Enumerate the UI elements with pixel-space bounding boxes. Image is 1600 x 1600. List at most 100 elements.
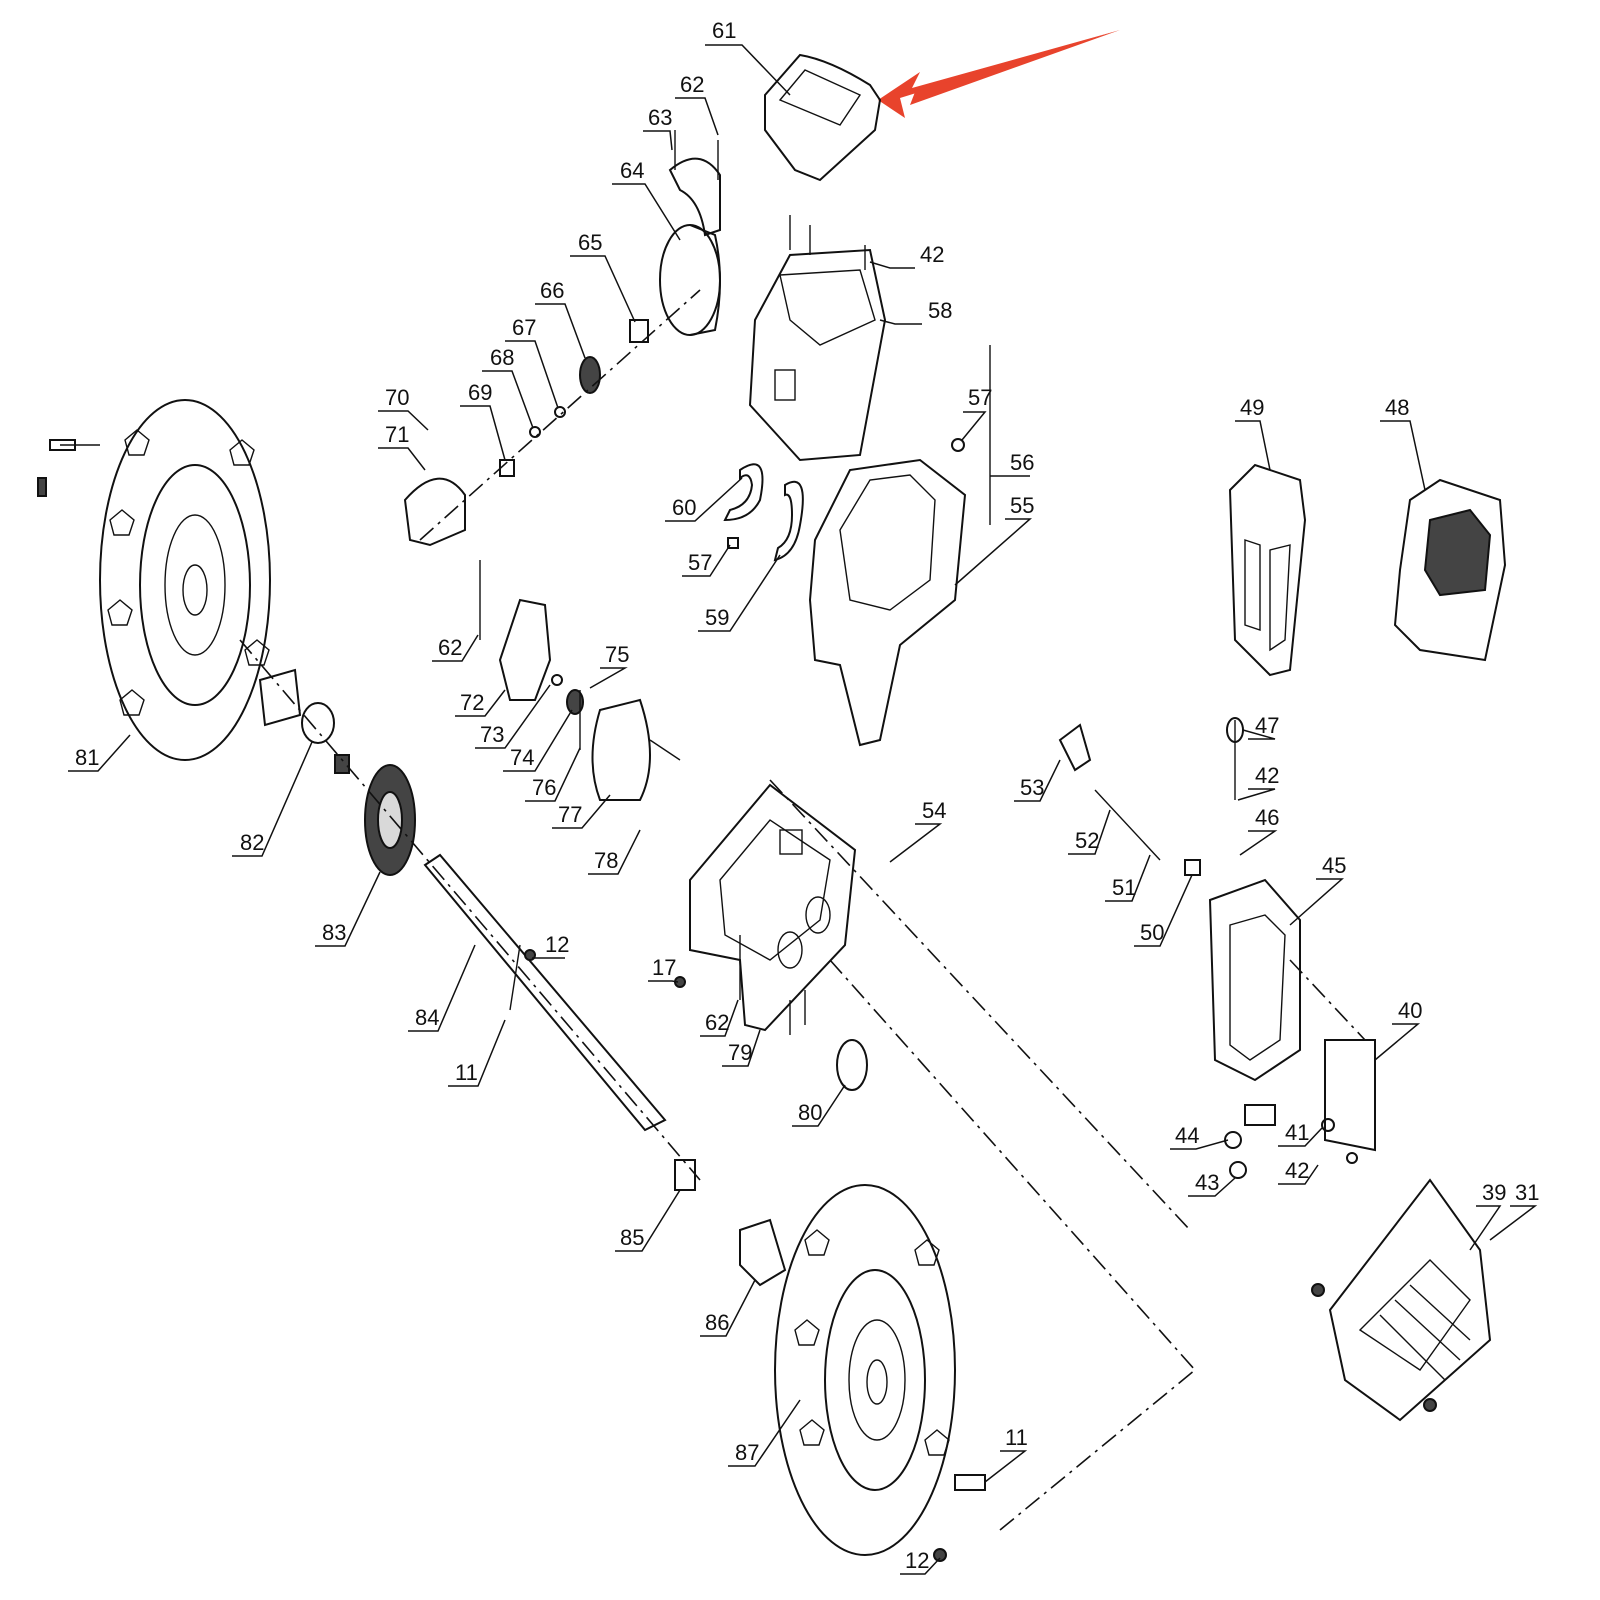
motor-assembly [403,130,721,547]
callout-63: 63 [643,105,673,151]
part-48-charger [1393,478,1507,662]
svg-text:57: 57 [688,550,712,575]
svg-text:86: 86 [705,1310,729,1335]
callout-82: 82 [232,741,313,857]
svg-text:80: 80 [798,1100,822,1125]
callout-76: 76 [525,747,581,802]
svg-text:65: 65 [578,230,602,255]
callout-45: 45 [1289,853,1346,926]
svg-text:60: 60 [672,495,696,520]
part-55-main-frame [808,345,991,747]
callout-55: 55 [954,493,1034,586]
svg-text:78: 78 [594,848,618,873]
svg-text:83: 83 [322,920,346,945]
svg-text:68: 68 [490,345,514,370]
svg-text:39: 39 [1482,1180,1506,1205]
gearbox-assembly [479,560,681,801]
callout-46: 46 [1239,805,1279,856]
callout-83: 83 [315,871,381,947]
svg-text:12: 12 [545,932,569,957]
part-61-top-cover [764,53,882,182]
part-87-wheel [774,1184,1196,1562]
callout-50: 50 [1134,874,1193,947]
callout-71: 71 [378,422,426,471]
callout-39: 39 [1469,1180,1506,1251]
svg-text:42: 42 [1285,1158,1309,1183]
svg-text:57: 57 [968,385,992,410]
svg-text:63: 63 [648,105,672,130]
parts-59-60-brackets [723,463,804,562]
callout-51: 51 [1105,854,1151,902]
callout-81: 81 [68,734,131,772]
callout-11a: 11 [448,1019,506,1087]
callout-79: 79 [722,1029,761,1067]
callout-60: 60 [665,477,743,522]
callout-43: 43 [1188,1170,1236,1197]
svg-text:46: 46 [1255,805,1279,830]
svg-text:55: 55 [1010,493,1034,518]
callout-77: 77 [552,794,611,829]
svg-text:67: 67 [512,315,536,340]
callout-86: 86 [700,1279,756,1337]
part-79-chassis [674,779,1196,1371]
callout-42a: 42 [869,242,944,269]
svg-text:52: 52 [1075,828,1099,853]
highlight-arrow [878,30,1120,118]
callout-labels: 61 62 63 64 65 66 67 68 69 70 71 42 58 5… [68,18,1539,1575]
callout-56: 56 [990,450,1034,477]
callout-80: 80 [792,1084,846,1127]
svg-text:62: 62 [705,1010,729,1035]
svg-text:43: 43 [1195,1170,1219,1195]
callout-84: 84 [408,944,476,1032]
svg-text:11: 11 [1005,1425,1028,1450]
callout-62a: 62 [675,72,719,136]
callout-11b: 11 [984,1425,1028,1483]
svg-text:72: 72 [460,690,484,715]
svg-text:17: 17 [652,955,676,980]
part-58-upper-housing [748,215,887,462]
callout-42b: 42 [1237,763,1279,801]
svg-text:42: 42 [920,242,944,267]
callout-44: 44 [1170,1123,1229,1150]
callout-65: 65 [570,230,636,323]
svg-text:56: 56 [1010,450,1034,475]
svg-text:73: 73 [480,722,504,747]
callout-58: 58 [879,298,952,325]
callout-85: 85 [615,1189,681,1252]
svg-text:53: 53 [1020,775,1044,800]
callout-74: 74 [503,709,573,772]
callout-62b: 62 [432,634,479,662]
callout-87: 87 [728,1399,801,1467]
svg-text:12: 12 [905,1548,929,1573]
callout-68: 68 [482,345,534,429]
callout-67: 67 [505,315,559,409]
svg-text:76: 76 [532,775,556,800]
callout-70: 70 [378,385,429,431]
svg-text:87: 87 [735,1440,759,1465]
svg-text:82: 82 [240,830,264,855]
callout-69: 69 [460,380,506,461]
svg-text:49: 49 [1240,395,1264,420]
callout-62c: 62 [700,999,739,1037]
callout-53: 53 [1014,759,1061,802]
callout-48: 48 [1380,395,1426,491]
svg-text:41: 41 [1285,1120,1309,1145]
svg-text:75: 75 [605,642,629,667]
callout-42c: 42 [1278,1158,1319,1185]
callout-54: 54 [889,798,946,863]
svg-text:66: 66 [540,278,564,303]
svg-text:54: 54 [922,798,946,823]
callout-66: 66 [535,278,586,359]
svg-text:45: 45 [1322,853,1346,878]
callout-75: 75 [589,642,629,689]
callout-61: 61 [705,18,791,96]
callout-12a: 12 [532,932,569,959]
svg-text:40: 40 [1398,998,1422,1023]
svg-text:31: 31 [1515,1180,1539,1205]
svg-text:77: 77 [558,802,582,827]
svg-text:64: 64 [620,158,644,183]
svg-text:51: 51 [1112,875,1136,900]
svg-text:48: 48 [1385,395,1409,420]
part-39-tray [1311,1178,1492,1422]
